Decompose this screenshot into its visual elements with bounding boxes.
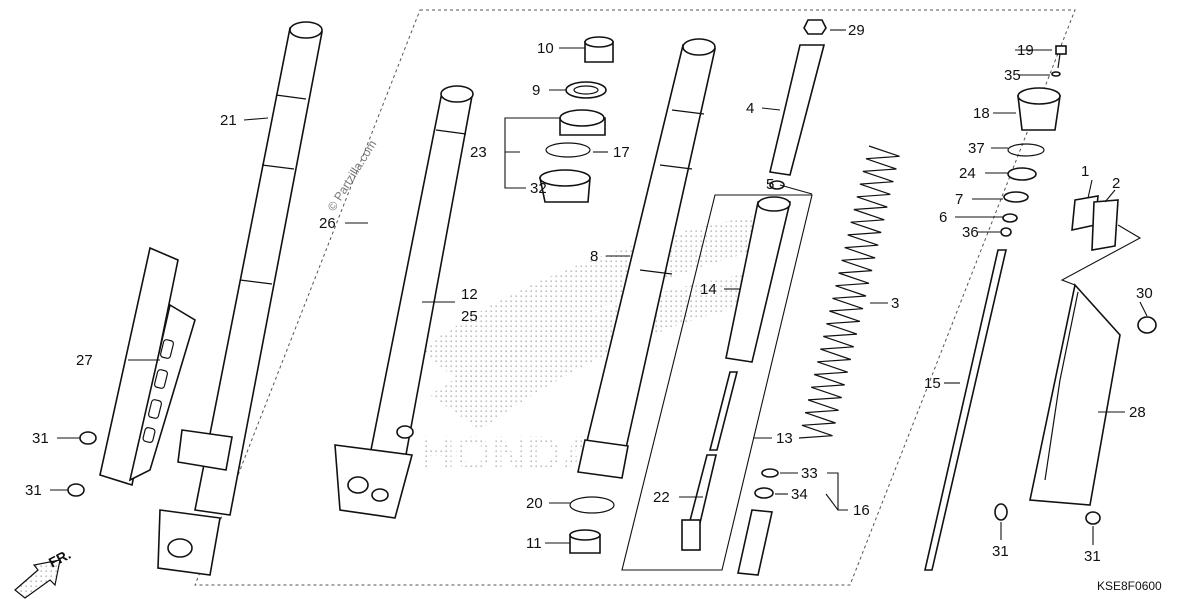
part-30-bolt (1137, 316, 1157, 334)
label-1: 1 (1081, 163, 1089, 180)
brand-wordmark: HONDA (420, 428, 596, 481)
label-16: 16 (853, 502, 870, 519)
part-20-oring (569, 496, 615, 514)
label-6: 6 (939, 209, 947, 226)
part-31-bolt-right-a (994, 503, 1008, 521)
part-18-fork-cap (1017, 87, 1061, 131)
part-labels: 1 2 3 4 5 6 7 8 9 10 11 12 13 14 15 16 1… (25, 22, 1153, 565)
part-29-nut (803, 19, 827, 35)
part-7-washer (1003, 191, 1029, 203)
part-32-dust-seal (539, 169, 591, 203)
label-37: 37 (968, 140, 985, 157)
part-31-bolt-left-a (79, 431, 97, 445)
label-2: 2 (1112, 175, 1120, 192)
part-5-washer (769, 180, 785, 190)
label-19: 19 (1017, 42, 1034, 59)
part-21-left-fork-tube (157, 21, 323, 576)
part-12-25-left-inner-tube (334, 85, 474, 519)
brand-wing-watermark: HONDA (420, 215, 770, 481)
label-31-b: 31 (25, 482, 42, 499)
part-34-washer (754, 487, 774, 499)
label-10: 10 (537, 40, 554, 57)
leader-lines (50, 29, 1148, 545)
label-29: 29 (848, 22, 865, 39)
label-33: 33 (801, 465, 818, 482)
label-26: 26 (319, 215, 336, 232)
part-13-damper-rod (708, 371, 739, 451)
label-27: 27 (76, 352, 93, 369)
label-34: 34 (791, 486, 808, 503)
part-19-bolt (1055, 45, 1067, 69)
part-10-bushing (584, 36, 614, 63)
watermark-text: © Partzilla.com (325, 138, 380, 214)
part-31-bolt-right-b (1085, 511, 1101, 525)
label-8: 8 (590, 248, 598, 265)
part-6-washer (1002, 213, 1018, 223)
part-35-oring (1051, 71, 1061, 77)
part-24-spring-seat (1007, 167, 1037, 181)
label-30: 30 (1136, 285, 1153, 302)
part-31-bolt-left-b (67, 483, 85, 497)
label-22: 22 (653, 489, 670, 506)
label-3: 3 (891, 295, 899, 312)
part-2-bracket (1091, 199, 1119, 251)
part-28-right-fork-guard (1029, 283, 1121, 506)
part-37-oring (1007, 143, 1045, 157)
label-31-d: 31 (1084, 548, 1101, 565)
label-20: 20 (526, 495, 543, 512)
part-27-left-fork-guard (99, 246, 196, 487)
part-8-right-fork-tube (577, 38, 716, 479)
label-18: 18 (973, 105, 990, 122)
part-9-washer (565, 81, 607, 99)
part-14-piston-tube (725, 196, 792, 363)
part-3-fork-spring (798, 145, 900, 439)
part-33-washer (761, 468, 779, 478)
label-23: 23 (470, 144, 487, 161)
label-24: 24 (959, 165, 976, 182)
part-15-adjuster-rod (923, 249, 1008, 571)
part-23-oil-seal (559, 109, 606, 136)
label-31-a: 31 (32, 430, 49, 447)
front-direction-arrow (14, 559, 61, 599)
label-31-c: 31 (992, 543, 1009, 560)
label-13: 13 (776, 430, 793, 447)
assembly-frame (194, 9, 1076, 586)
part-22-damper-rod-lower (681, 454, 718, 551)
label-5: 5 (766, 176, 774, 193)
label-32: 32 (530, 180, 547, 197)
label-28: 28 (1129, 404, 1146, 421)
cartridge-frame (621, 194, 813, 571)
diagram-code: KSE8F0600 (1097, 579, 1162, 593)
label-7: 7 (955, 191, 963, 208)
label-15: 15 (924, 375, 941, 392)
part-11-slide-bushing (569, 529, 601, 554)
label-4: 4 (746, 100, 754, 117)
part-4-fork-sleeve (769, 44, 826, 176)
label-12: 12 (461, 286, 478, 303)
label-14: 14 (700, 281, 717, 298)
label-35: 35 (1004, 67, 1021, 84)
label-36: 36 (962, 224, 979, 241)
part-17-circlip (545, 142, 591, 158)
part-36-nut (1000, 227, 1012, 237)
label-17: 17 (613, 144, 630, 161)
label-21: 21 (220, 112, 237, 129)
label-11: 11 (526, 535, 542, 552)
part-16-lower-valve (737, 509, 773, 576)
label-9: 9 (532, 82, 540, 99)
label-25: 25 (461, 308, 478, 325)
